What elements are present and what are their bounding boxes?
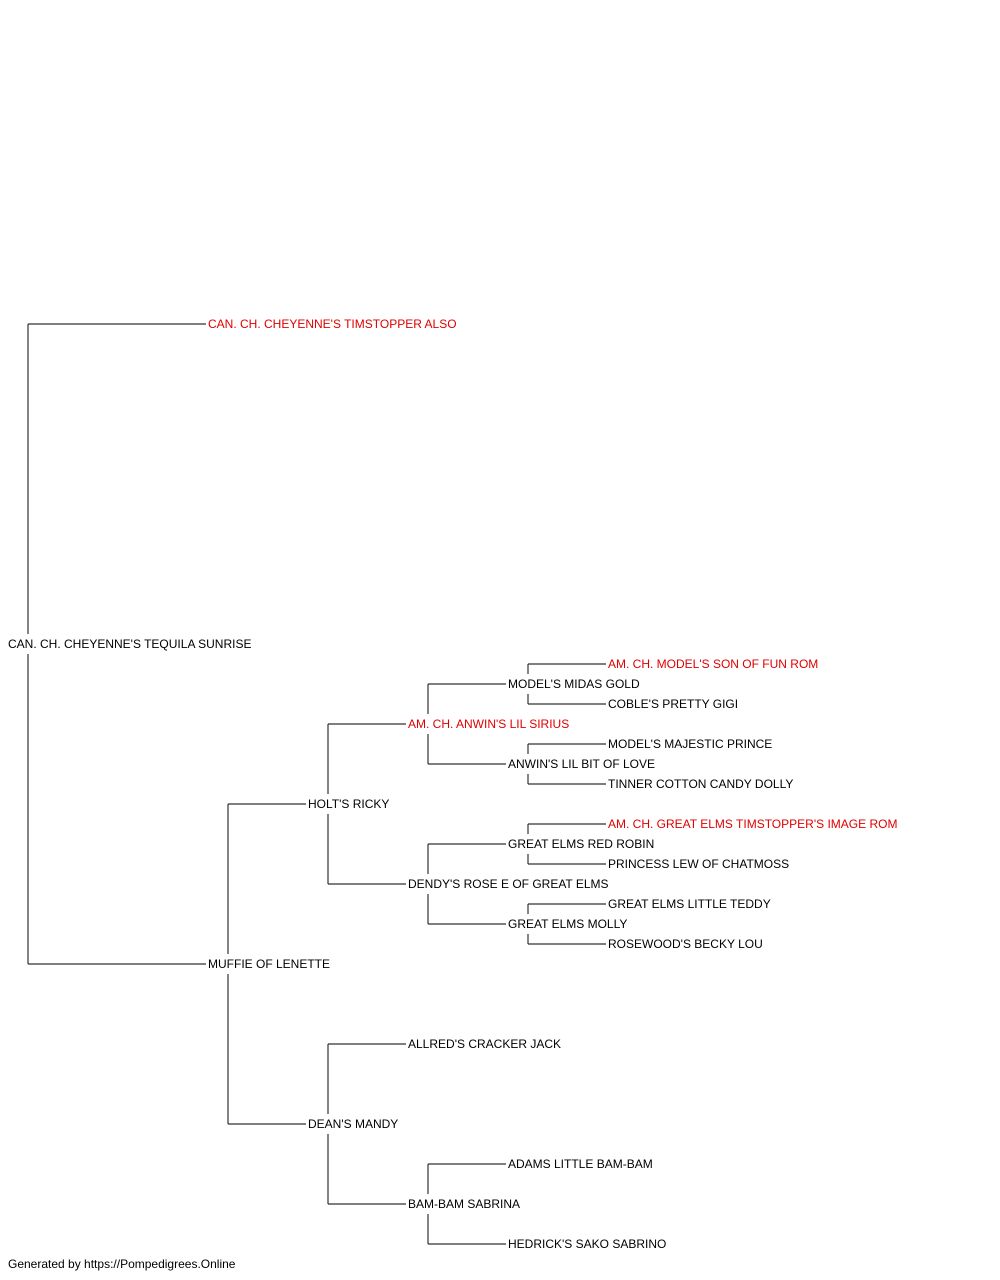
- footer-credit: Generated by https://Pompedigrees.Online: [8, 1257, 236, 1271]
- dog-name: DEAN'S MANDY: [308, 1117, 398, 1131]
- dog-name: CAN. CH. CHEYENNE'S TIMSTOPPER ALSO: [208, 317, 457, 331]
- dog-name: GREAT ELMS LITTLE TEDDY: [608, 897, 771, 911]
- dog-name: DENDY'S ROSE E OF GREAT ELMS: [408, 877, 609, 891]
- dog-name: BAM-BAM SABRINA: [408, 1197, 520, 1211]
- dog-name: MODEL'S MAJESTIC PRINCE: [608, 737, 772, 751]
- dog-name: ANWIN'S LIL BIT OF LOVE: [508, 757, 655, 771]
- pedigree-tree: CAN. CH. CHEYENNE'S TEQUILA SUNRISE CAN. …: [8, 317, 897, 1250]
- dog-name: ALLRED'S CRACKER JACK: [408, 1037, 561, 1051]
- dog-name: TINNER COTTON CANDY DOLLY: [608, 777, 793, 791]
- dog-name: PRINCESS LEW OF CHATMOSS: [608, 857, 789, 871]
- dog-name: AM. CH. MODEL'S SON OF FUN ROM: [608, 657, 818, 671]
- dog-name: COBLE'S PRETTY GIGI: [608, 697, 738, 711]
- dog-name: AM. CH. GREAT ELMS TIMSTOPPER'S IMAGE RO…: [608, 817, 897, 831]
- dog-name: CAN. CH. CHEYENNE'S TEQUILA SUNRISE: [8, 637, 251, 651]
- dog-name: GREAT ELMS RED ROBIN: [508, 837, 654, 851]
- dog-name: HEDRICK'S SAKO SABRINO: [508, 1237, 666, 1250]
- dog-name: GREAT ELMS MOLLY: [508, 917, 627, 931]
- dog-name: AM. CH. ANWIN'S LIL SIRIUS: [408, 717, 569, 731]
- dog-name: HOLT'S RICKY: [308, 797, 389, 811]
- dog-name: ADAMS LITTLE BAM-BAM: [508, 1157, 653, 1171]
- dog-name: ROSEWOOD'S BECKY LOU: [608, 937, 763, 951]
- dog-name: MODEL'S MIDAS GOLD: [508, 677, 640, 691]
- dog-name: MUFFIE OF LENETTE: [208, 957, 330, 971]
